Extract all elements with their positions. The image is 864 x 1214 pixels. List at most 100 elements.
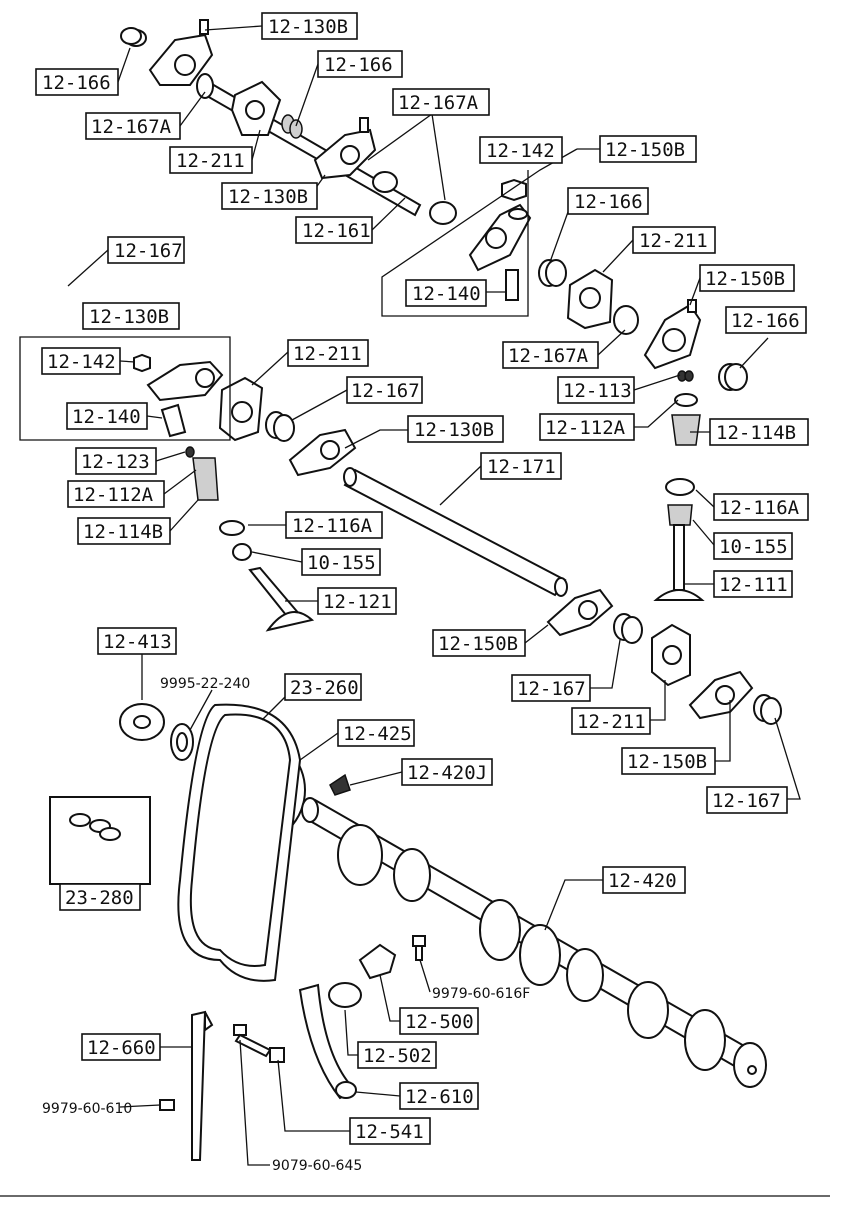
svg-text:12-121: 12-121 <box>323 591 392 613</box>
svg-text:12-425: 12-425 <box>343 723 412 745</box>
svg-text:12-211: 12-211 <box>176 150 245 172</box>
svg-text:12-166: 12-166 <box>574 191 643 213</box>
svg-text:12-150B: 12-150B <box>705 268 785 290</box>
label-12-114b-a: 12-114B <box>709 418 809 446</box>
right-rocker-group <box>468 178 748 601</box>
label-12-167-a: 12-167 <box>107 236 185 264</box>
svg-text:12-211: 12-211 <box>639 230 708 252</box>
label-10-155-b: 10-155 <box>713 532 793 560</box>
label-12-130b-c: 12-130B <box>82 302 180 330</box>
svg-text:10-155: 10-155 <box>719 536 788 558</box>
label-12-167-d: 12-167 <box>706 786 788 814</box>
label-12-130b-top: 12-130B <box>261 12 358 40</box>
label-12-167a-c: 12-167A <box>502 341 599 369</box>
upper-rocker-shaft <box>120 19 457 225</box>
svg-text:12-114B: 12-114B <box>83 521 163 543</box>
plain-labels: 9995-22-240 9979-60-616F 9979-60-610 907… <box>42 676 530 1174</box>
svg-text:12-130B: 12-130B <box>89 306 169 328</box>
label-12-420j: 12-420J <box>401 758 493 786</box>
label-12-166-d: 12-166 <box>725 306 807 334</box>
svg-text:12-116A: 12-116A <box>719 497 800 519</box>
label-12-167-c: 12-167 <box>511 674 591 702</box>
svg-text:12-167: 12-167 <box>712 790 781 812</box>
label-12-112a-a: 12-112A <box>539 413 635 441</box>
svg-text:12-150B: 12-150B <box>627 751 707 773</box>
label-12-116a-a: 12-116A <box>285 511 383 539</box>
svg-text:12-167: 12-167 <box>114 240 183 262</box>
label-12-660: 12-660 <box>81 1033 161 1061</box>
svg-text:12-140: 12-140 <box>412 283 481 305</box>
chain-guide-plate <box>159 1010 214 1161</box>
svg-text:12-167A: 12-167A <box>508 345 589 367</box>
label-12-130b-b: 12-130B <box>221 182 318 210</box>
svg-text:12-150B: 12-150B <box>438 633 518 655</box>
label-12-114b-b: 12-114B <box>77 517 171 545</box>
label-12-413: 12-413 <box>97 627 177 655</box>
label-12-211-b: 12-211 <box>632 226 716 254</box>
svg-text:12-167: 12-167 <box>517 678 586 700</box>
label-12-116a-b: 12-116A <box>713 493 809 521</box>
svg-text:12-166: 12-166 <box>324 54 393 76</box>
label-23-260: 23-260 <box>284 673 362 701</box>
label-12-142-b: 12-142 <box>41 347 121 375</box>
svg-text:12-502: 12-502 <box>363 1045 432 1067</box>
svg-text:12-610: 12-610 <box>405 1086 474 1108</box>
label-12-167-b: 12-167 <box>346 376 423 404</box>
svg-text:12-113: 12-113 <box>563 380 632 402</box>
svg-text:12-142: 12-142 <box>47 351 116 373</box>
label-12-150b-c: 12-150B <box>432 629 526 657</box>
svg-text:12-111: 12-111 <box>719 574 788 596</box>
label-12-425: 12-425 <box>337 719 415 747</box>
label-12-166-c: 12-166 <box>567 187 649 215</box>
middle-left-rocker-group <box>133 353 357 632</box>
svg-text:12-130B: 12-130B <box>268 16 348 38</box>
svg-text:12-420J: 12-420J <box>407 762 487 784</box>
svg-text:12-420: 12-420 <box>608 870 677 892</box>
parts-drawing <box>0 19 830 1197</box>
label-12-140-b: 12-140 <box>66 402 148 430</box>
svg-text:12-167A: 12-167A <box>398 92 479 114</box>
label-12-211-a: 12-211 <box>169 146 253 174</box>
label-12-150b-d: 12-150B <box>621 747 716 775</box>
timing-drive <box>119 703 351 982</box>
svg-text:12-130B: 12-130B <box>228 186 308 208</box>
label-12-113: 12-113 <box>557 376 635 404</box>
label-12-140-a: 12-140 <box>405 279 487 307</box>
svg-text:23-280: 23-280 <box>65 887 134 909</box>
label-9979-60-616f: 9979-60-616F <box>432 986 530 1002</box>
svg-text:12-150B: 12-150B <box>605 139 685 161</box>
svg-text:12-211: 12-211 <box>577 711 646 733</box>
svg-text:12-167: 12-167 <box>351 380 420 402</box>
svg-text:12-171: 12-171 <box>487 456 556 478</box>
leader-lines <box>19 25 801 1166</box>
label-12-150b-a: 12-150B <box>599 135 697 163</box>
svg-text:12-413: 12-413 <box>103 631 172 653</box>
pump-and-tensioner <box>233 935 426 1100</box>
label-12-502: 12-502 <box>357 1041 437 1069</box>
label-9995-22-240: 9995-22-240 <box>160 676 250 692</box>
svg-text:12-166: 12-166 <box>42 72 111 94</box>
label-23-280: 23-280 <box>59 883 141 911</box>
camshaft <box>301 797 767 1088</box>
svg-text:10-155: 10-155 <box>307 552 376 574</box>
label-12-167a-a: 12-167A <box>85 112 181 140</box>
label-12-123: 12-123 <box>75 447 157 475</box>
svg-text:12-541: 12-541 <box>355 1121 424 1143</box>
svg-text:12-142: 12-142 <box>486 140 555 162</box>
label-12-420: 12-420 <box>602 866 686 894</box>
label-12-161: 12-161 <box>295 216 373 244</box>
label-9979-60-610: 9979-60-610 <box>42 1101 132 1117</box>
svg-text:12-130B: 12-130B <box>414 419 494 441</box>
svg-text:12-211: 12-211 <box>293 343 362 365</box>
label-12-112a-b: 12-112A <box>67 480 165 508</box>
label-9079-60-645: 9079-60-645 <box>272 1158 362 1174</box>
svg-text:12-660: 12-660 <box>87 1037 156 1059</box>
label-12-121: 12-121 <box>317 587 397 615</box>
label-12-142-a: 12-142 <box>479 136 563 164</box>
svg-text:12-161: 12-161 <box>302 220 371 242</box>
label-12-500: 12-500 <box>399 1007 479 1035</box>
label-12-171: 12-171 <box>480 452 562 480</box>
svg-text:12-500: 12-500 <box>405 1011 474 1033</box>
label-12-166-a: 12-166 <box>35 68 119 96</box>
